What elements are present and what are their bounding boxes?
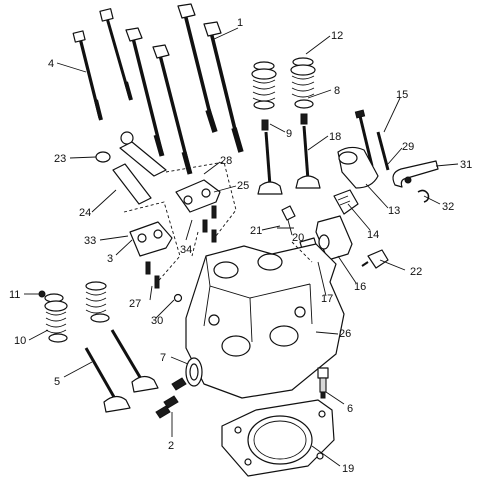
callout-21: 21 [250, 225, 262, 237]
valve-spring-assembly-left [38, 281, 110, 343]
callout-10: 10 [14, 335, 26, 347]
thermostat-housing [337, 146, 439, 203]
callout-7: 7 [160, 352, 166, 364]
dowel-pin [173, 293, 183, 303]
callout-29: 29 [402, 141, 414, 153]
callout-32: 32 [442, 201, 454, 213]
leader-lines [24, 27, 459, 467]
callout-15: 15 [396, 89, 408, 101]
callout-3: 3 [107, 253, 113, 265]
callout-labels: 1 2 3 4 5 6 7 8 9 10 11 12 13 14 15 16 1… [9, 17, 472, 475]
head-bolts [72, 3, 244, 175]
callout-17: 17 [321, 293, 333, 305]
callout-1: 1 [237, 17, 243, 29]
rocker-arm-assembly-upper [165, 161, 237, 243]
callout-6: 6 [347, 403, 353, 415]
thermostat [333, 189, 359, 215]
valves-right [257, 125, 321, 195]
callout-19: 19 [342, 463, 354, 475]
callout-31: 31 [460, 159, 472, 171]
callout-5: 5 [54, 376, 60, 388]
callout-8: 8 [334, 85, 340, 97]
valve-guides [155, 377, 187, 419]
callout-27: 27 [129, 298, 141, 310]
callout-9: 9 [286, 128, 292, 140]
cylinder-head [185, 231, 345, 399]
studs [354, 109, 390, 171]
head-bolt [152, 44, 193, 175]
callout-13: 13 [388, 205, 400, 217]
callout-33: 33 [84, 235, 96, 247]
callout-14: 14 [367, 229, 379, 241]
callout-12: 12 [331, 30, 343, 42]
rocker-arm-assembly-lower [123, 201, 181, 289]
head-bolt [125, 27, 165, 157]
head-bolt [99, 8, 133, 101]
head-gasket [221, 399, 335, 477]
spark-plug [317, 367, 329, 399]
valves-left [84, 329, 159, 413]
callout-34: 34 [180, 244, 192, 256]
head-bolt [203, 21, 244, 153]
callout-22: 22 [410, 266, 422, 278]
callout-16: 16 [354, 281, 366, 293]
head-bolt [72, 30, 103, 121]
callout-26: 26 [339, 328, 351, 340]
callout-30: 30 [151, 315, 163, 327]
callout-11: 11 [9, 289, 20, 301]
callout-20: 20 [292, 232, 304, 244]
callout-24: 24 [79, 207, 91, 219]
callout-18: 18 [329, 131, 341, 143]
side-cap [185, 357, 203, 387]
callout-28: 28 [220, 155, 232, 167]
callout-2: 2 [168, 440, 174, 452]
callout-4: 4 [48, 58, 54, 70]
callout-23: 23 [54, 153, 66, 165]
callout-25: 25 [237, 180, 249, 192]
temperature-sensor [361, 249, 389, 269]
dowel-tubes [95, 131, 167, 205]
head-bolt [177, 3, 218, 133]
fitting [277, 205, 296, 229]
valve-spring-assembly-right [251, 57, 316, 131]
